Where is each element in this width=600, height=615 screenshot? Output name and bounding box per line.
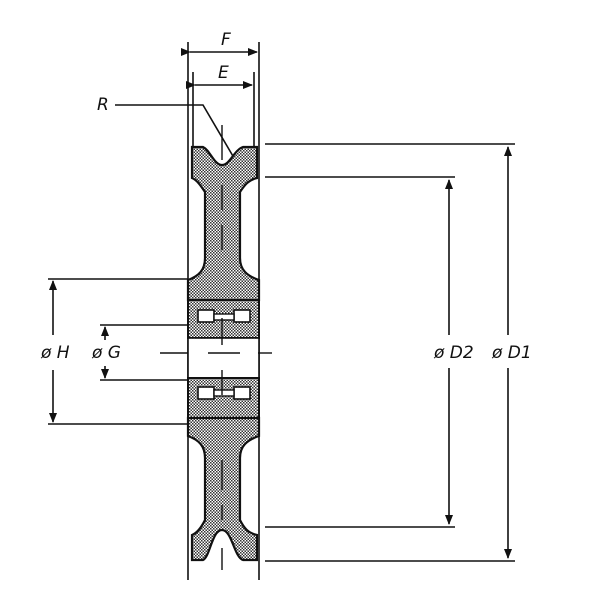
bore — [187, 337, 260, 379]
label-G: ø G — [91, 343, 121, 363]
label-H: ø H — [40, 343, 70, 363]
pulley-lower-rim — [186, 416, 261, 562]
label-E: E — [218, 63, 229, 83]
label-F: F — [221, 30, 231, 50]
leader-R — [115, 104, 238, 164]
pulley-upper-rim — [186, 145, 261, 302]
label-R: R — [97, 95, 109, 115]
label-D2: ø D2 — [433, 343, 474, 363]
label-D1: ø D1 — [491, 343, 532, 363]
